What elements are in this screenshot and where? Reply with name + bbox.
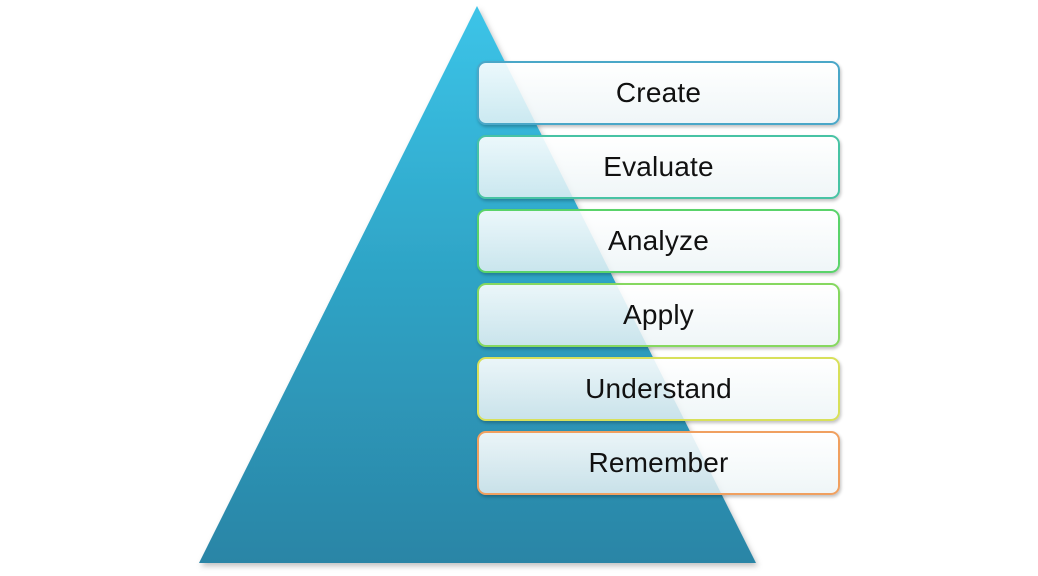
level-analyze: Analyze bbox=[477, 209, 840, 273]
level-label: Analyze bbox=[607, 225, 709, 256]
level-label: Evaluate bbox=[603, 151, 714, 182]
level-label: Create bbox=[615, 77, 702, 108]
level-label: Remember bbox=[588, 447, 729, 478]
level-label: Understand bbox=[585, 373, 732, 404]
pyramid-levels: Create Evaluate Analyze Apply Understand… bbox=[477, 61, 840, 495]
level-apply: Apply bbox=[477, 283, 840, 347]
level-evaluate: Evaluate bbox=[477, 135, 840, 199]
level-create: Create bbox=[477, 61, 840, 125]
level-remember: Remember bbox=[477, 431, 840, 495]
level-label: Apply bbox=[622, 299, 695, 330]
pyramid-triangle bbox=[199, 6, 756, 563]
level-understand: Understand bbox=[477, 357, 840, 421]
